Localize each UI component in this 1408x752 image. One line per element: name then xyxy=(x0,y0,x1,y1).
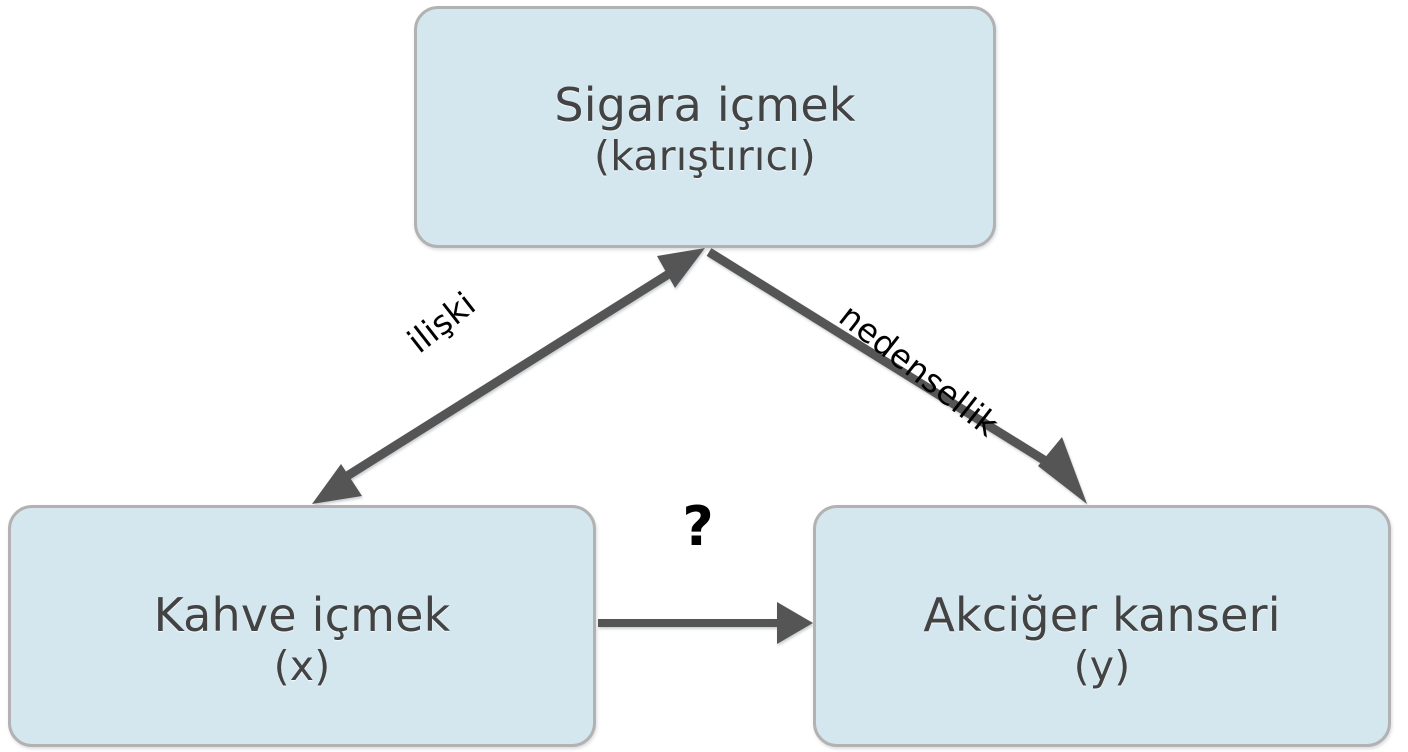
edge-label-question-mark: ? xyxy=(682,495,714,558)
edge-label-causation: nedensellik xyxy=(831,296,1007,445)
node-outcome-title: Akciğer kanseri xyxy=(923,587,1281,642)
node-exposure-title: Kahve içmek xyxy=(153,587,451,642)
node-exposure-subtitle: (x) xyxy=(273,642,331,691)
node-confounder[interactable]: Sigara içmek (karıştırıcı) xyxy=(414,6,996,248)
node-confounder-subtitle: (karıştırıcı) xyxy=(594,132,816,181)
node-outcome-subtitle: (y) xyxy=(1073,642,1131,691)
edge-questioned-arrow xyxy=(598,602,813,644)
node-confounder-title: Sigara içmek xyxy=(554,77,856,132)
edge-association-arrow xyxy=(312,248,705,504)
node-exposure[interactable]: Kahve içmek (x) xyxy=(8,505,596,747)
edge-label-association: ilişki xyxy=(400,283,483,361)
node-outcome[interactable]: Akciğer kanseri (y) xyxy=(813,505,1391,747)
